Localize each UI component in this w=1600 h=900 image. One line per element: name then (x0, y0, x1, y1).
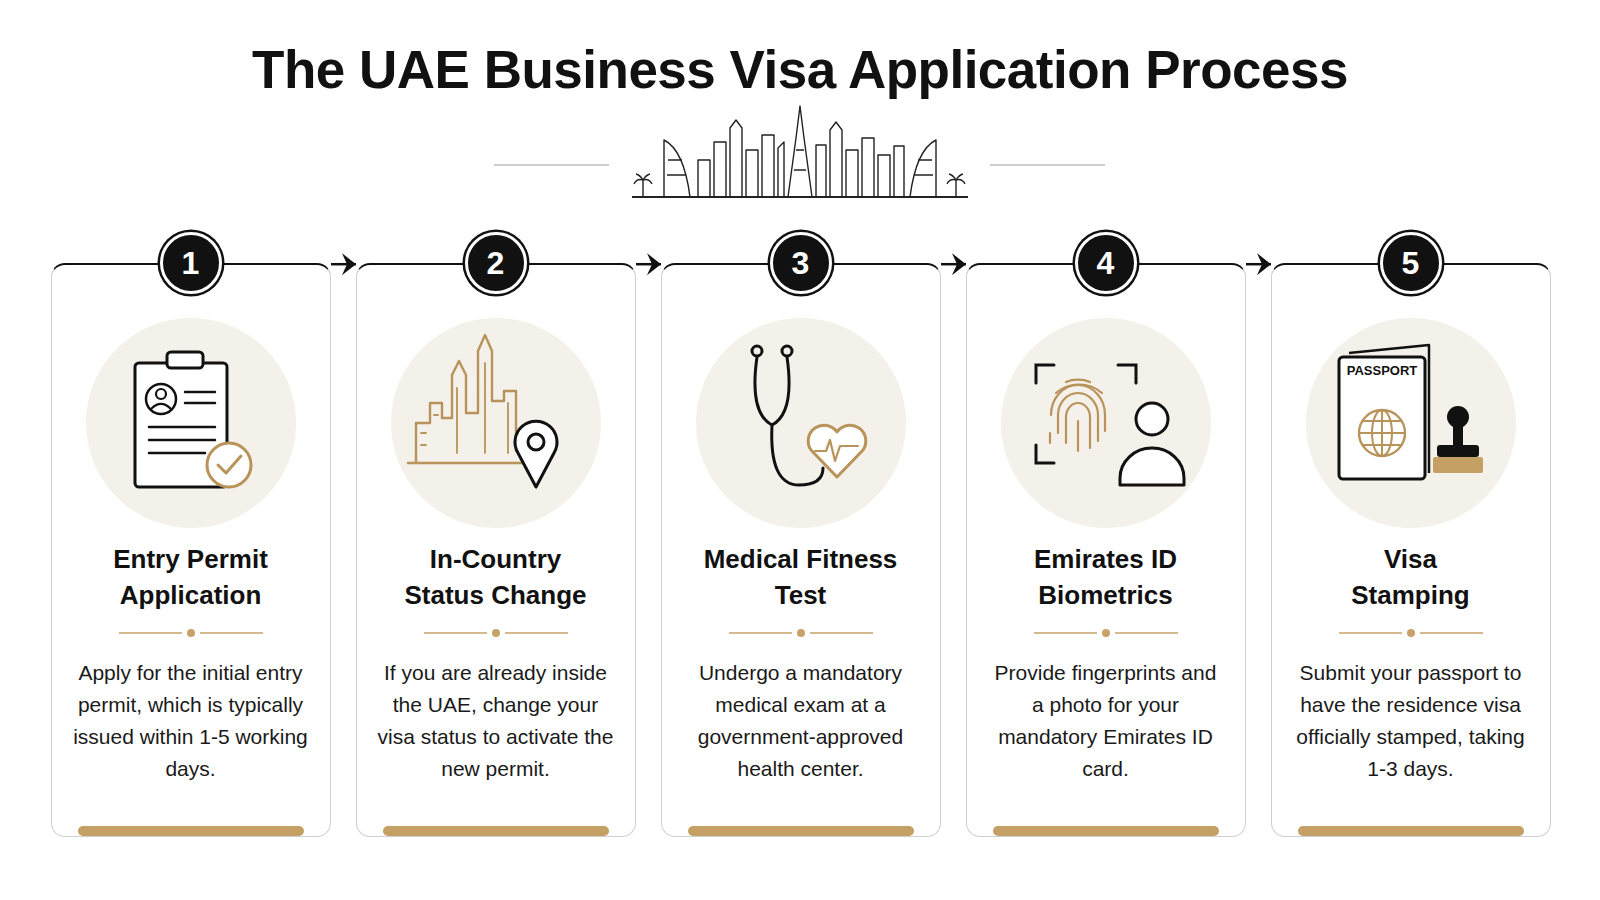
decoration (634, 174, 652, 197)
decoration (1339, 357, 1425, 479)
decoration (86, 318, 296, 528)
decoration (993, 826, 1219, 836)
decoration (494, 164, 609, 166)
decoration (421, 363, 508, 453)
passport-icon (1339, 345, 1483, 479)
flow-connector (1246, 263, 1271, 266)
step-card: 1Entry Permit ApplicationApply for the i… (51, 263, 331, 837)
decoration (383, 826, 609, 836)
decoration (990, 164, 1105, 166)
decoration (167, 352, 203, 368)
decoration (752, 346, 762, 356)
decoration (698, 120, 784, 197)
step-number: 1 (160, 232, 222, 294)
decoration (1433, 457, 1483, 473)
decoration (1447, 406, 1469, 428)
decoration (729, 629, 873, 637)
decoration (1050, 380, 1105, 451)
decoration (815, 440, 858, 461)
decoration (146, 384, 176, 414)
step-description: Provide fingerprints and a photo for you… (988, 657, 1224, 785)
decoration (218, 456, 241, 473)
decoration (515, 421, 557, 487)
decoration (1077, 421, 1079, 451)
decoration (1001, 318, 1211, 528)
step-card: 3Medical Fitness TestUndergo a mandatory… (661, 263, 941, 837)
decoration (1049, 433, 1051, 443)
step-heading: Visa Stamping (1336, 541, 1486, 613)
decoration (149, 392, 215, 453)
step-description: If you are already inside the UAE, chang… (378, 657, 614, 785)
decoration (408, 335, 526, 463)
decoration (947, 174, 965, 197)
step-heading: Entry Permit Application (86, 541, 296, 613)
step-number: 2 (465, 232, 527, 294)
decoration (788, 106, 812, 197)
step-description: Apply for the initial entry permit, whic… (73, 657, 309, 785)
step-description: Submit your passport to have the residen… (1293, 657, 1529, 785)
decoration (1298, 826, 1524, 836)
decoration (688, 826, 914, 836)
decoration (1339, 629, 1483, 637)
stethoscope-icon (752, 346, 866, 485)
clipboard-icon (135, 352, 251, 487)
decoration (151, 404, 171, 409)
decoration (782, 346, 792, 356)
step-heading: Medical Fitness Test (696, 541, 906, 613)
step-card: 5Visa StampingSubmit your passport to ha… (1271, 263, 1551, 837)
decoration (78, 826, 304, 836)
decoration (808, 425, 866, 477)
decoration (1306, 318, 1516, 528)
flow-connector (941, 263, 966, 266)
step-number: 5 (1380, 232, 1442, 294)
page-title: The UAE Business Visa Application Proces… (0, 34, 1600, 106)
step-card: 4Emirates ID BiometricsProvide fingerpri… (966, 263, 1246, 837)
decoration (1136, 403, 1168, 435)
decoration (391, 318, 601, 528)
decoration (632, 196, 968, 198)
decoration (1359, 410, 1405, 456)
step-card: 2In-Country Status ChangeIf you are alre… (356, 263, 636, 837)
decoration (1056, 385, 1102, 393)
decoration (528, 434, 544, 450)
decoration (1051, 385, 1105, 431)
decoration (119, 629, 263, 637)
step-heading: Emirates ID Biometrics (1001, 541, 1211, 613)
decoration (1359, 410, 1405, 456)
flow-connector (636, 263, 661, 266)
step-number: 4 (1075, 232, 1137, 294)
decoration (424, 629, 568, 637)
step-heading: In-Country Status Change (391, 541, 601, 613)
city-pin-icon (408, 335, 557, 487)
decoration (1034, 629, 1178, 637)
decoration (1036, 365, 1136, 463)
step-number: 3 (770, 232, 832, 294)
decoration (207, 443, 251, 487)
decoration (1453, 425, 1463, 447)
decoration (664, 140, 690, 197)
decoration (1120, 448, 1184, 485)
decoration (755, 357, 789, 425)
card-decor (78, 318, 1524, 836)
decoration (910, 140, 936, 197)
flow-connector (331, 263, 356, 266)
decoration (816, 122, 904, 197)
decoration (1437, 445, 1479, 457)
biometrics-icon (1036, 365, 1184, 485)
skyline (494, 106, 1105, 197)
step-description: Undergo a mandatory medical exam at a go… (683, 657, 919, 785)
decoration (1066, 380, 1090, 382)
decoration (156, 389, 166, 399)
decoration (696, 318, 906, 528)
icon-label: PASSPORT (1347, 363, 1418, 379)
